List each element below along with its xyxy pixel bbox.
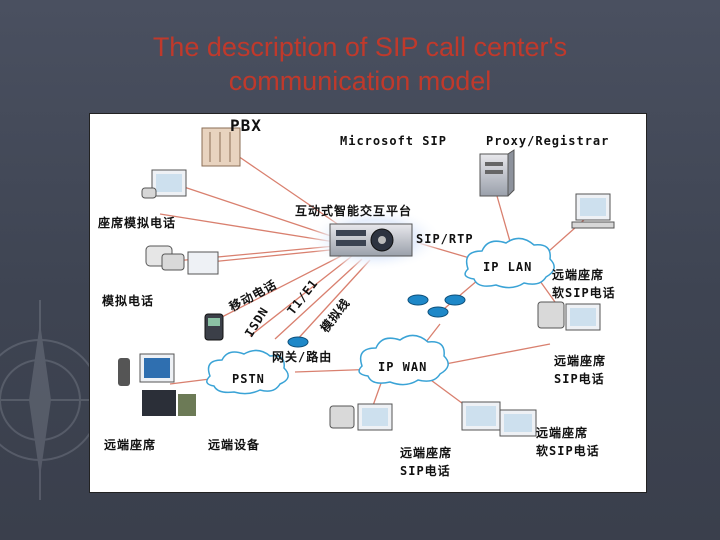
proxy-server-icon [479,149,515,197]
pbx-cabinet-icon [201,127,241,167]
label-remote-soft-1b: 软SIP电话 [552,286,616,300]
title-line-1: The description of SIP call center's [152,32,568,62]
label-sip-rtp: SIP/RTP [416,232,474,246]
mobile-phone-icon [204,313,224,341]
agent-phone-pc-icon [141,169,187,199]
remote-sip-phone-icon [537,301,601,331]
label-remote-sip-b: SIP电话 [554,372,605,386]
label-remote-soft-1a: 远端座席 [552,268,605,282]
pstn-cloud-icon [206,349,289,395]
label-remote-sip2-b: SIP电话 [400,464,451,478]
label-proxy-registrar: Proxy/Registrar [486,134,610,148]
label-agent-analog-phone: 座席模拟电话 [98,216,177,230]
network-diagram [118,127,615,437]
analog-phone-icon [145,245,219,275]
ip-lan-cloud-icon [464,237,555,289]
remote-agent-devices-icon [118,353,196,416]
label-remote-sip2-a: 远端座席 [400,446,453,460]
platform-server-icon [329,223,413,257]
remote-sip-phone-bottom-icon [329,403,393,431]
router-icons [287,294,466,348]
label-gateway: 网关/路由 [272,350,333,364]
label-ip-wan: IP WAN [378,360,428,374]
label-ip-lan: IP LAN [483,260,533,274]
remote-pc-lan-icon [571,193,615,229]
label-remote-agent: 远端座席 [104,438,157,452]
label-analog-phone: 模拟电话 [102,294,155,308]
slide-title: The description of SIP call center's com… [0,30,720,98]
label-platform: 互动式智能交互平台 [295,204,413,218]
label-microsoft-sip: Microsoft SIP [340,134,447,148]
label-remote-sip-a: 远端座席 [554,354,607,368]
diagram-frame: PBX Microsoft SIP Proxy/Registrar 座席模拟电话… [89,113,647,493]
label-remote-soft-2a: 远端座席 [536,426,589,440]
label-pstn: PSTN [232,372,265,386]
ip-wan-cloud-icon [358,334,449,386]
remote-softphone-bottom-icon [461,401,537,437]
label-remote-soft-2b: 软SIP电话 [536,444,600,458]
compass-watermark-icon [0,300,110,500]
label-pbx: PBX [230,116,262,135]
label-remote-device: 远端设备 [208,438,261,452]
title-line-2: communication model [228,66,492,96]
